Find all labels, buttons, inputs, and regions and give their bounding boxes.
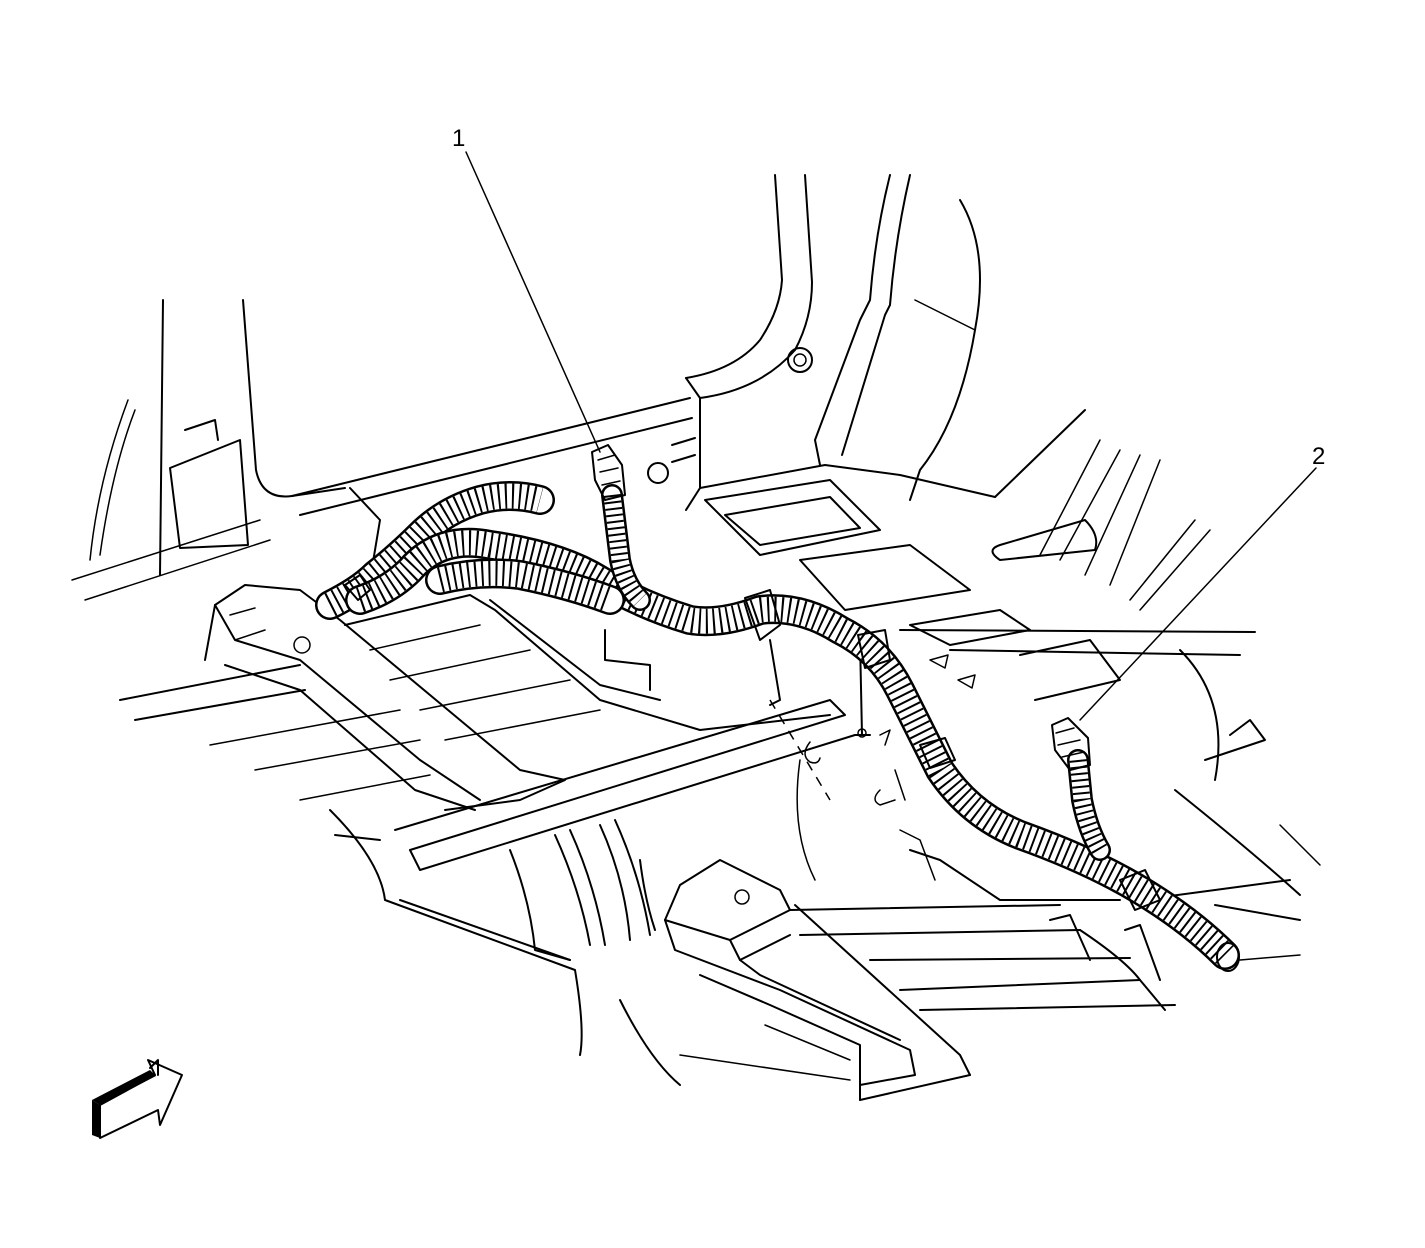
seat-mount-plates bbox=[704, 479, 1121, 701]
connector-2-branch bbox=[1051, 717, 1111, 861]
wiring-harness bbox=[315, 481, 1240, 972]
view-direction-arrow-icon bbox=[92, 1059, 183, 1139]
connector-1-branch bbox=[591, 444, 651, 611]
callout-1-label: 1 bbox=[452, 125, 465, 152]
callout-2-leader bbox=[1079, 467, 1317, 721]
right-floor-rails bbox=[789, 759, 1176, 1011]
rocker-panel bbox=[291, 174, 813, 581]
rear-floor bbox=[899, 439, 1321, 961]
callout-2-label: 2 bbox=[1312, 443, 1325, 470]
right-pillar bbox=[699, 174, 1098, 561]
left-cross-member bbox=[204, 584, 831, 811]
front-tunnel-bracket bbox=[619, 859, 971, 1101]
callout-leaders bbox=[465, 151, 1317, 721]
front-floor bbox=[119, 664, 856, 1056]
left-pillar bbox=[71, 299, 346, 601]
callout-1-leader bbox=[465, 151, 601, 453]
fastener-detail bbox=[769, 639, 906, 806]
